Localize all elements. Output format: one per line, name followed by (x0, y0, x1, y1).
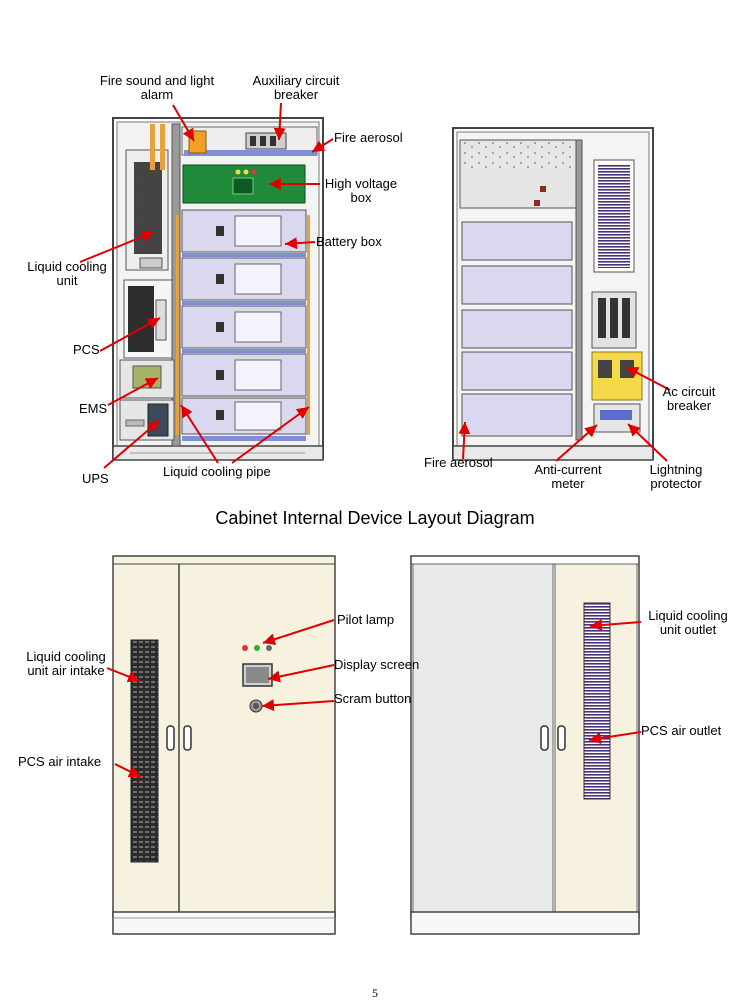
arrow-lc-unit (79, 230, 155, 263)
pointer-arrows (79, 102, 671, 778)
arrow-fire-alarm (172, 104, 195, 142)
arrow-pcs (99, 317, 161, 352)
label-ups: UPS (82, 471, 109, 486)
arrow-battery-box (284, 237, 316, 250)
label-lightning-protector: Lightning protector (649, 462, 703, 491)
arrow-aux-breaker (273, 102, 286, 141)
label-fire-aerosol-top: Fire aerosol (334, 130, 403, 145)
arrow-lightning (627, 423, 668, 462)
arrow-display (267, 664, 335, 683)
label-fire-aerosol-bottom: Fire aerosol (424, 455, 493, 470)
fire-alarm-device (188, 130, 207, 154)
rear-cabinet-closed (410, 555, 640, 935)
air-outlet-vent (583, 602, 611, 800)
arrow-ems (107, 377, 159, 406)
arrow-lc-intake (106, 667, 141, 683)
arrow-anti-current (555, 424, 598, 462)
label-pcs-air-outlet: PCS air outlet (641, 723, 722, 738)
label-anti-current-meter: Anti-current meter (534, 462, 602, 491)
arrow-pipe-right (231, 406, 310, 464)
label-pcs: PCS (73, 342, 100, 357)
diagram-caption: Cabinet Internal Device Layout Diagram (215, 508, 535, 528)
arrow-fire-aerosol-top (311, 138, 334, 153)
ups-unit (147, 403, 169, 437)
rear-cabinet-open (452, 127, 654, 461)
label-high-voltage-box: High voltage box (324, 176, 398, 205)
pilot-lamp-red (242, 645, 248, 651)
front-cabinet-closed (112, 555, 336, 935)
air-intake-grille (130, 639, 159, 863)
label-display-screen: Display screen (334, 657, 420, 672)
arrow-fire-aerosol-bottom (458, 421, 471, 460)
label-aux-breaker: Auxiliary circuit breaker (252, 73, 340, 102)
label-liquid-cooling-unit: Liquid cooling unit (27, 259, 107, 288)
label-lc-unit-outlet: Liquid cooling unit outlet (648, 608, 728, 637)
page-number: 5 (372, 986, 378, 1000)
label-pcs-air-intake: PCS air intake (18, 754, 102, 769)
pilot-lamp-green (254, 645, 260, 651)
arrow-ups (103, 419, 161, 469)
arrow-pcs-intake (114, 763, 142, 778)
label-pilot-lamp: Pilot lamp (337, 612, 395, 627)
arrow-ac-breaker (625, 366, 671, 391)
rear-battery-slabs (461, 221, 573, 437)
label-fire-alarm: Fire sound and light alarm (99, 73, 215, 102)
battery-boxes (181, 209, 307, 435)
label-lc-air-intake: Liquid cooling unit air intake (26, 649, 106, 678)
arrow-pilot-lamp (262, 619, 335, 646)
label-liquid-cooling-pipe: Liquid cooling pipe (163, 464, 271, 479)
arrow-lc-outlet (589, 619, 642, 632)
label-ems: EMS (79, 401, 108, 416)
label-scram-button: Scram button (334, 691, 412, 706)
arrow-pipe-left (180, 404, 219, 464)
front-cabinet-open (112, 117, 324, 461)
label-ac-breaker: Ac circuit breaker (662, 384, 716, 413)
arrow-pcs-outlet (588, 731, 642, 745)
arrow-scram (261, 699, 335, 712)
label-battery-box: Battery box (316, 234, 382, 249)
